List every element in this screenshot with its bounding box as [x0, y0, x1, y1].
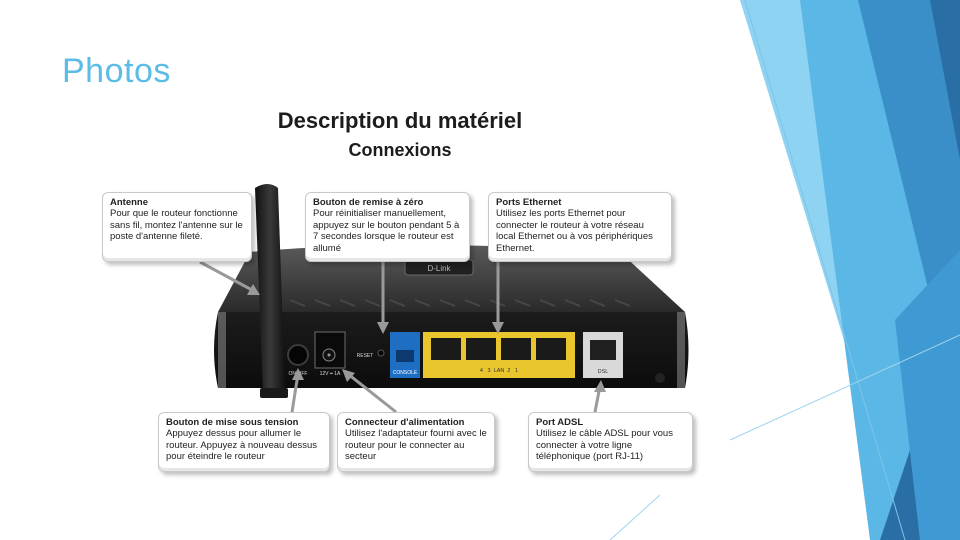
facet-mid-bottom — [895, 250, 960, 540]
facet-line-3 — [609, 494, 661, 540]
lan-port-3 — [466, 338, 496, 360]
panel-edge-right — [677, 312, 685, 388]
callout-power-connector-text: Utilisez l'adaptateur fourni avec le rou… — [345, 428, 487, 462]
facet-dark-top — [930, 0, 960, 160]
antenna — [255, 184, 285, 390]
facet-line-2 — [729, 334, 960, 441]
console-label: CONSOLE — [393, 370, 418, 376]
callout-power-button-text: Appuyez dessus pour allumer le routeur. … — [166, 428, 318, 462]
lan-ports — [431, 338, 566, 360]
figure-subtitle: Connexions — [348, 140, 452, 160]
dsl-label: DSL — [598, 369, 609, 375]
slide-title: Photos — [62, 52, 171, 90]
callout-ethernet: Ports Ethernet Utilisez les ports Ethern… — [488, 192, 672, 262]
callout-adsl: Port ADSL Utilisez le câble ADSL pour vo… — [528, 412, 693, 472]
antenna-base — [260, 388, 288, 398]
hardware-figure: D-Link ON/OFF 12V ━ 1A — [100, 100, 700, 485]
dsl-port — [590, 340, 616, 360]
router-foot — [655, 373, 665, 383]
callout-reset: Bouton de remise à zéro Pour réinitialis… — [305, 192, 470, 262]
callout-power-connector: Connecteur d'alimentation Utilisez l'ada… — [337, 412, 495, 472]
callout-power-button: Bouton de mise sous tension Appuyez dess… — [158, 412, 330, 472]
callout-antenna-title: Antenne — [110, 197, 148, 208]
callout-adsl-text: Utilisez le câble ADSL pour vous connect… — [536, 428, 673, 462]
lan-port-2 — [501, 338, 531, 360]
power-button — [287, 344, 309, 366]
console-socket — [396, 350, 414, 362]
facet-line-1 — [744, 0, 906, 540]
callout-power-button-title: Bouton de mise sous tension — [166, 417, 299, 428]
callout-antenna: Antenne Pour que le routeur fonctionne s… — [102, 192, 252, 262]
brand-logo: D-Link — [427, 264, 451, 273]
figure-title: Description du matériel — [277, 108, 523, 133]
power-jack-pin — [327, 353, 331, 357]
callout-power-connector-title: Connecteur d'alimentation — [345, 417, 465, 428]
callout-ethernet-title: Ports Ethernet — [496, 197, 562, 208]
lan-port-1 — [536, 338, 566, 360]
reset-hole — [377, 349, 385, 357]
callout-adsl-title: Port ADSL — [536, 417, 584, 428]
lan-port-4 — [431, 338, 461, 360]
power-jack-label: 12V ━ 1A — [320, 371, 341, 377]
callout-reset-title: Bouton de remise à zéro — [313, 197, 424, 208]
callout-arrows — [199, 260, 606, 414]
callout-ethernet-text: Utilisez les ports Ethernet pour connect… — [496, 208, 653, 254]
reset-label: RESET — [357, 353, 374, 359]
callout-reset-text: Pour réinitialiser manuellement, appuyez… — [313, 208, 460, 254]
callout-antenna-text: Pour que le routeur fonctionne sans fil,… — [110, 208, 243, 242]
panel-edge-left — [218, 312, 226, 388]
lan-label: 4 3 LAN 2 1 — [480, 368, 518, 374]
